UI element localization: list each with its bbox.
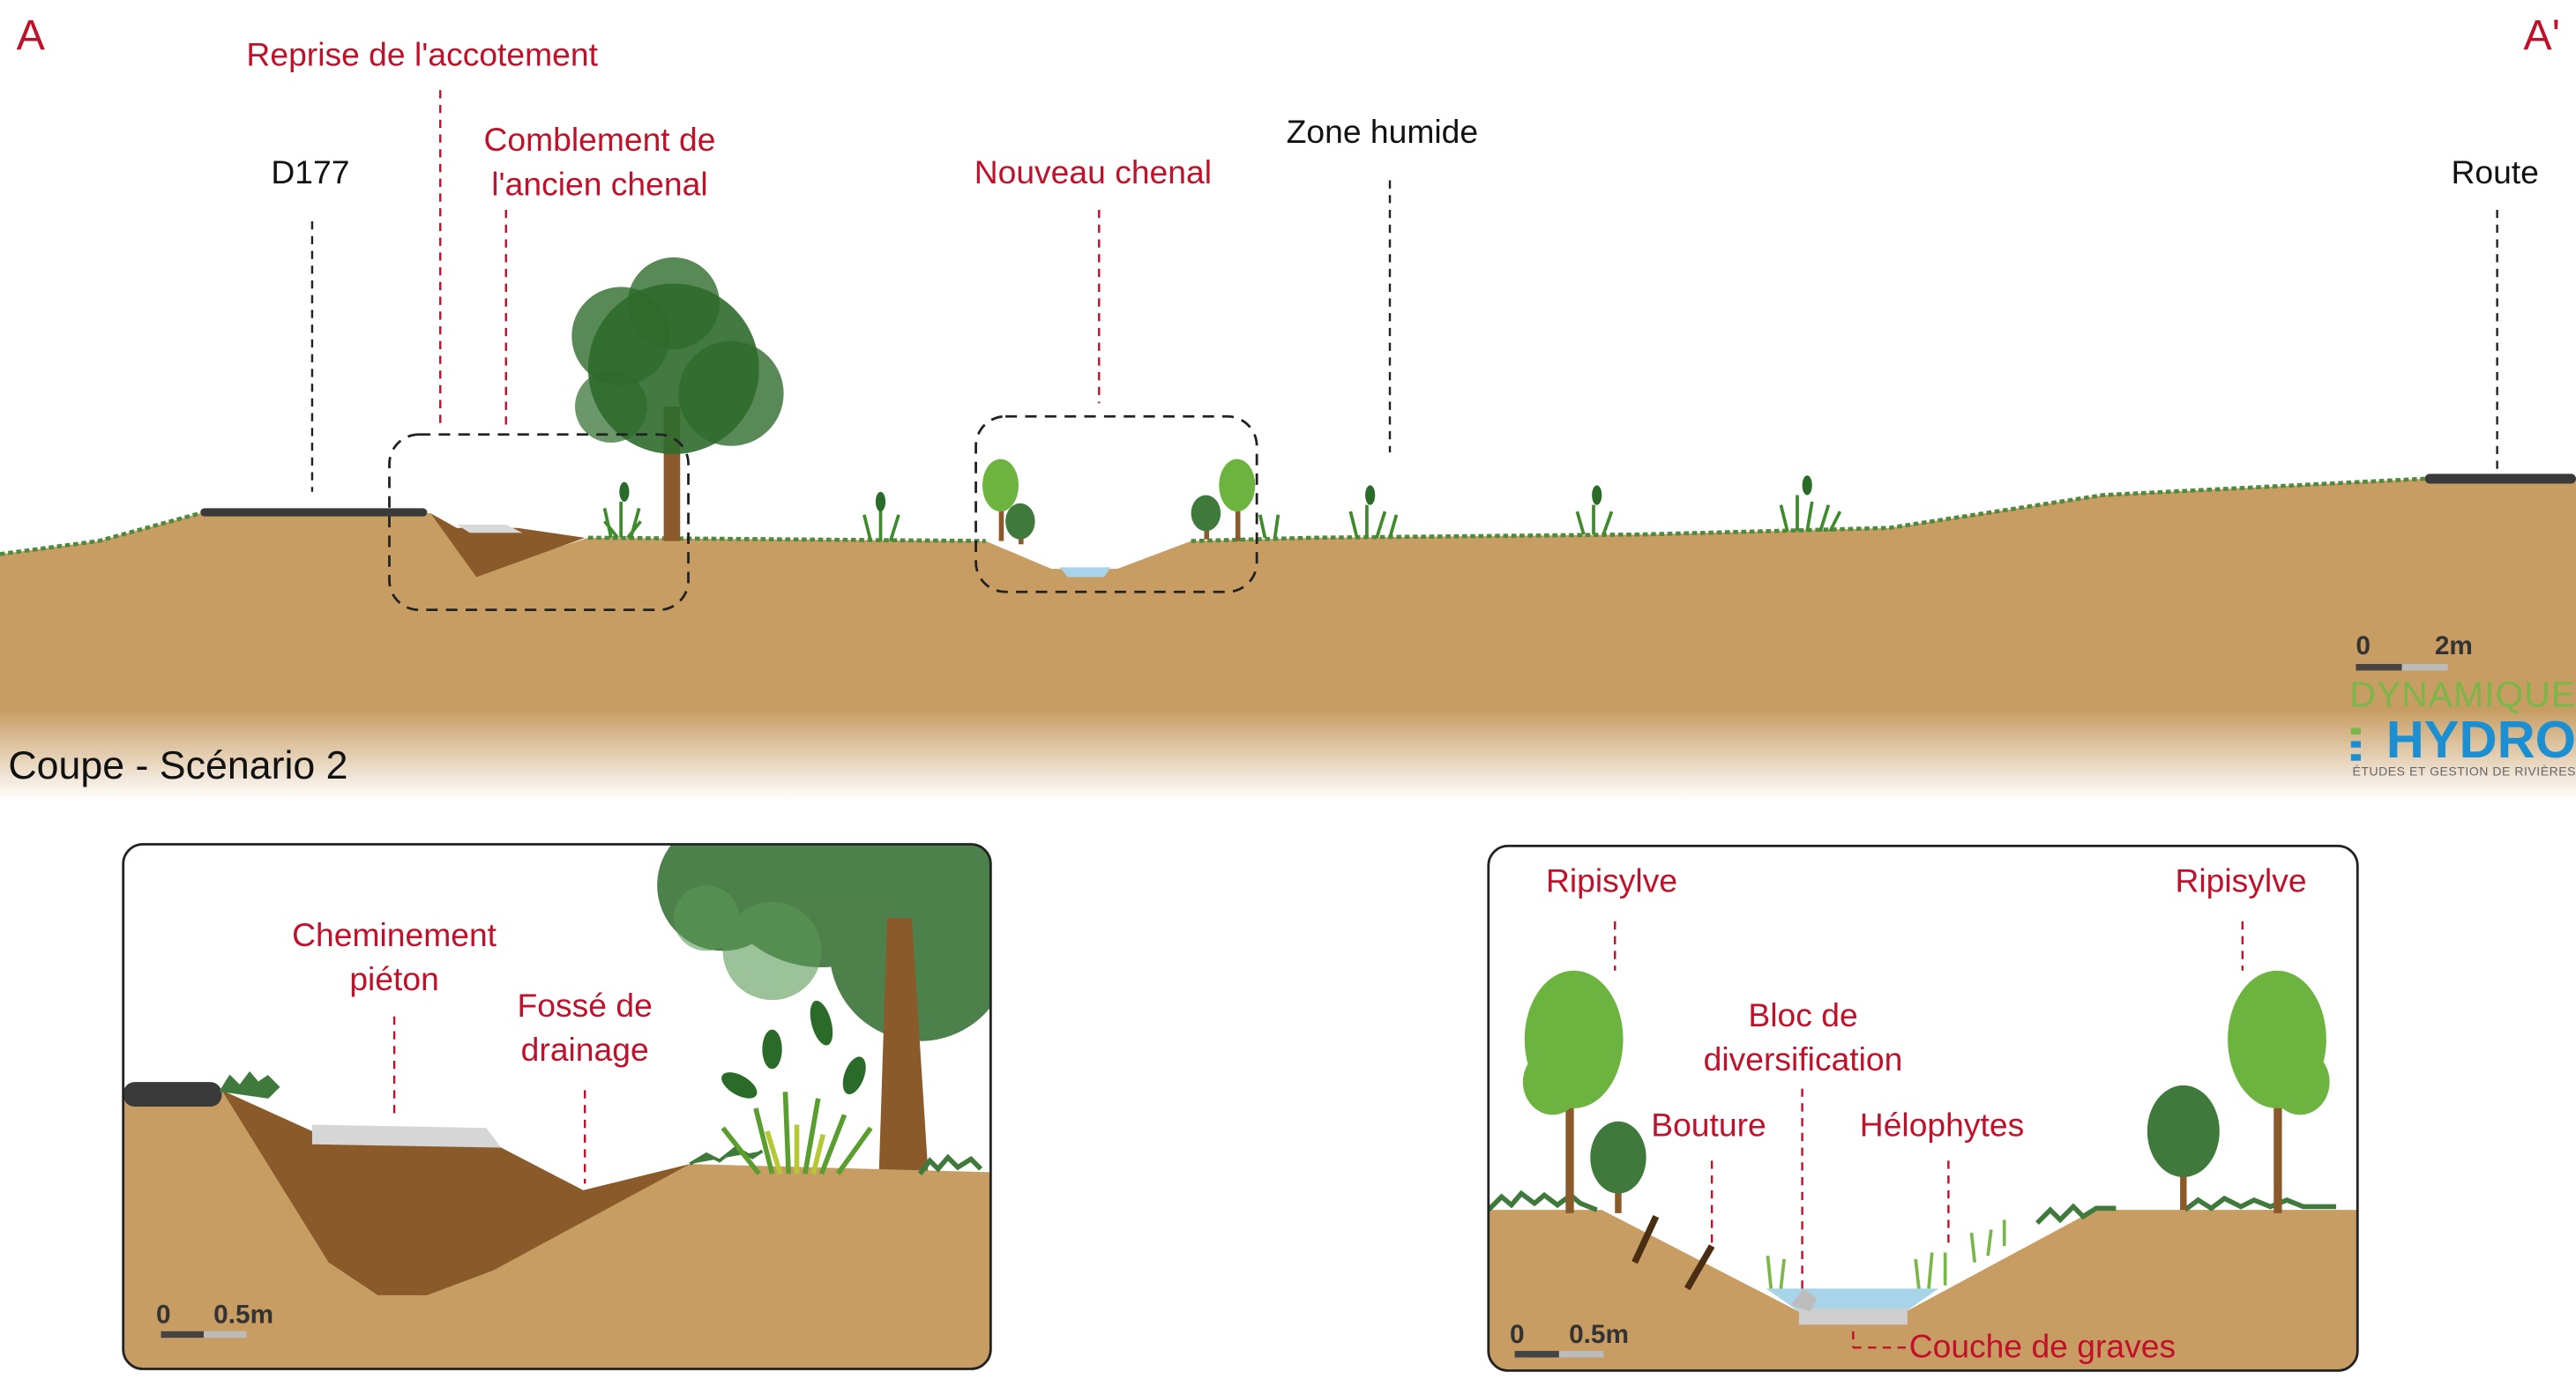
label-zone-humide: Zone humide [1286,115,1479,152]
label-nouveau-chenal: Nouveau chenal [974,155,1213,192]
scale-bar-main [2356,664,2448,671]
label-couche: Couche de graves [1908,1329,2177,1366]
helophyte-tufts [602,495,1842,542]
scale-right-end: 0.5m [1569,1321,1630,1350]
trees-channel [982,459,1256,545]
scale-left-start: 0 [155,1301,171,1330]
scale-main-start: 0 [2356,632,2371,661]
label-fosse: Fossé de drainage [517,988,653,1070]
logo-line2: HYDRO [2386,710,2576,770]
scale-main-end: 2m [2434,632,2473,661]
section-title: Coupe - Scénario 2 [8,744,348,789]
leaders-main [310,90,2498,492]
road-route [2424,474,2576,484]
label-ripisylve-left: Ripisylve [1545,863,1678,900]
label-ripisylve-right: Ripisylve [2175,863,2307,900]
road-d177 [200,508,428,517]
zoom-box-left [388,433,690,612]
label-cheminement: Cheminement piéton [292,918,497,999]
logo-mark [2350,727,2361,761]
terrain-section [0,478,2576,801]
tree-canopy-main [571,257,784,455]
label-bouture: Bouture [1651,1107,1766,1145]
grass-line [0,476,2425,556]
section-marker-a: A [16,10,45,59]
scale-right-start: 0 [1510,1321,1525,1350]
zoom-box-channel [974,414,1258,593]
detail-right-panel [1487,845,2359,1372]
helophyte-leaves [619,475,1812,512]
channel-water [1059,567,1111,578]
label-reprise: Reprise de l'accotement [246,37,598,74]
label-bloc: Bloc de diversification [1703,998,1903,1079]
logo-dynamique-hydro: DYNAMIQUE HYDRO ÉTUDES ET GESTION DE RIV… [2346,675,2576,779]
accotement-surface [456,524,523,533]
section-marker-a-prime: A' [2523,10,2560,59]
label-helophytes: Hélophytes [1859,1107,2025,1145]
detail-left-panel [122,843,992,1370]
logo-tagline: ÉTUDES ET GESTION DE RIVIÈRES [2352,764,2576,779]
scale-left-end: 0.5m [213,1301,274,1330]
label-d177: D177 [271,155,350,192]
label-route: Route [2451,155,2539,192]
label-comblement: Comblement de l'ancien chenal [483,123,716,204]
logo-line1: DYNAMIQUE [2349,674,2576,715]
